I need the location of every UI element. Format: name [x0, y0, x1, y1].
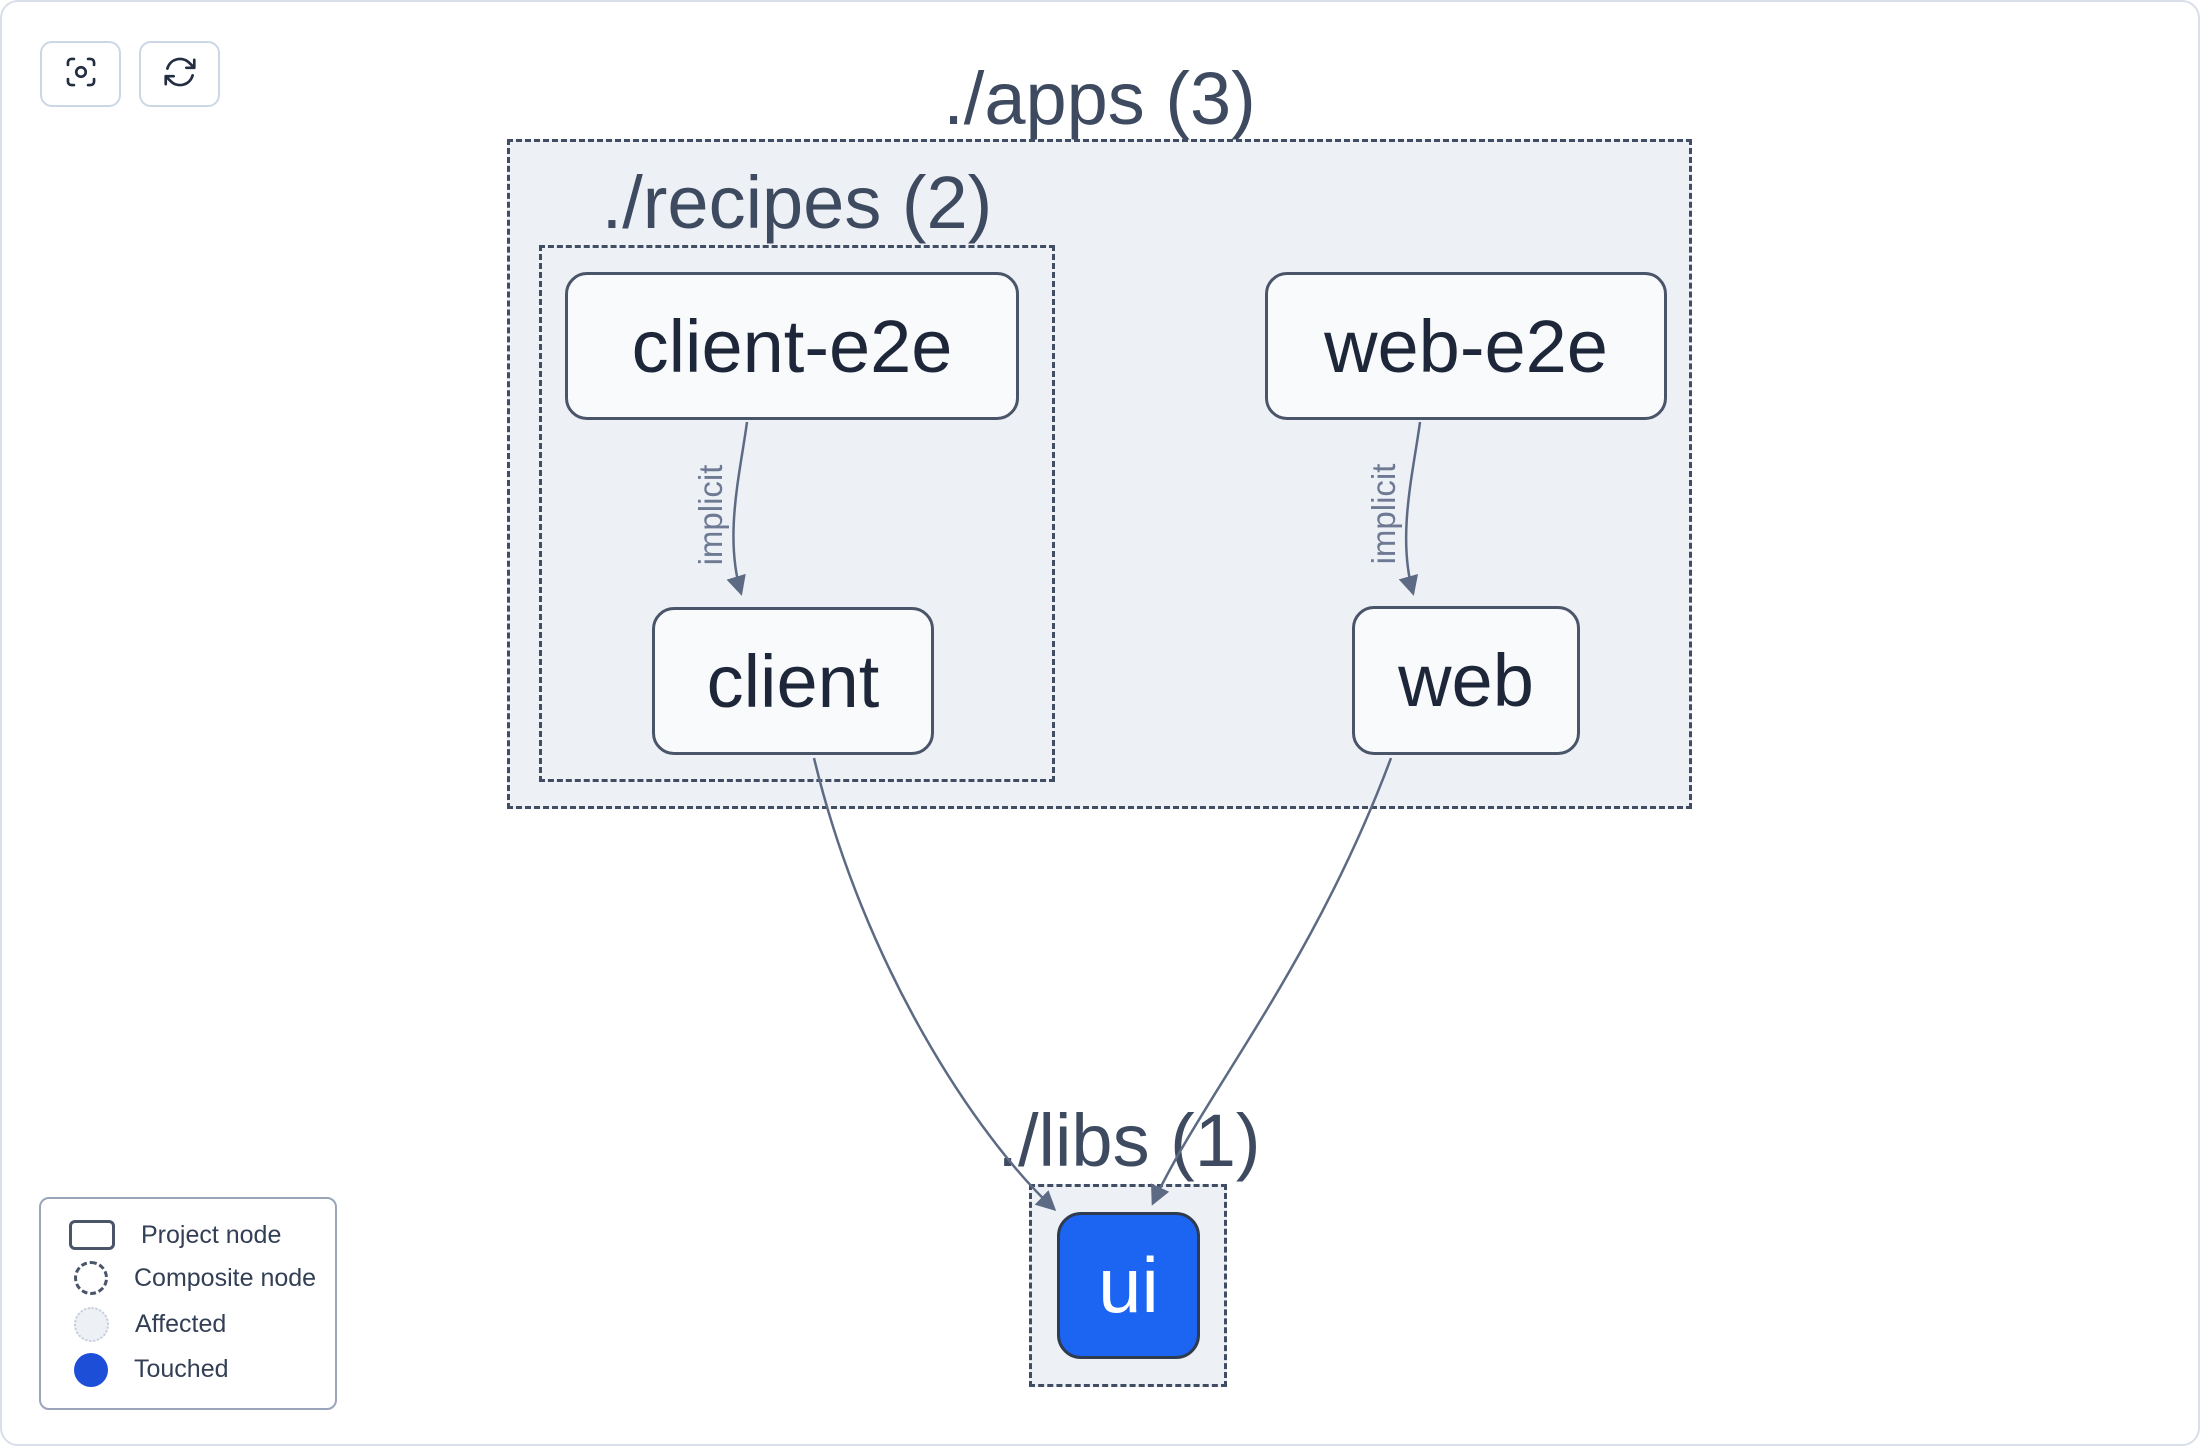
- project-node-client[interactable]: client: [652, 607, 934, 755]
- node-label: web: [1398, 639, 1534, 722]
- edge-client-e2e-client[interactable]: [726, 421, 749, 596]
- affected-swatch: [74, 1306, 109, 1342]
- project-node-client-e2e[interactable]: client-e2e: [565, 272, 1019, 420]
- legend-label: Project node: [141, 1220, 282, 1249]
- viewfinder-icon: [62, 53, 100, 96]
- node-label: ui: [1098, 1241, 1159, 1329]
- legend-item-touched: Touched: [69, 1352, 335, 1387]
- legend-label: Affected: [135, 1309, 227, 1338]
- center-graph-button[interactable]: [40, 41, 121, 107]
- edge-client-ui[interactable]: [812, 757, 1057, 1212]
- project-node-web[interactable]: web: [1352, 606, 1580, 755]
- project-node-swatch: [69, 1220, 115, 1251]
- edge-web-ui[interactable]: [1151, 757, 1393, 1206]
- node-label: web-e2e: [1324, 304, 1608, 388]
- legend-item-project-node: Project node: [69, 1220, 335, 1251]
- group-label-apps: ./apps (3): [943, 57, 1256, 140]
- legend-item-affected: Affected: [69, 1306, 335, 1342]
- legend-label: Touched: [134, 1355, 229, 1384]
- refresh-graph-button[interactable]: [139, 41, 220, 107]
- legend-item-composite-node: Composite node: [69, 1261, 335, 1296]
- node-label: client-e2e: [631, 304, 953, 388]
- touched-swatch: [74, 1352, 108, 1387]
- legend: Project node Composite node Affected Tou…: [39, 1197, 337, 1410]
- legend-label: Composite node: [134, 1263, 317, 1292]
- group-label-libs: ./libs (1): [997, 1099, 1261, 1182]
- refresh-icon: [161, 53, 199, 96]
- node-label: client: [706, 639, 880, 723]
- composite-node-swatch: [74, 1261, 108, 1296]
- project-node-web-e2e[interactable]: web-e2e: [1265, 272, 1667, 420]
- project-node-ui-touched[interactable]: ui: [1057, 1212, 1200, 1359]
- edge-web-e2e-web[interactable]: [1398, 421, 1422, 596]
